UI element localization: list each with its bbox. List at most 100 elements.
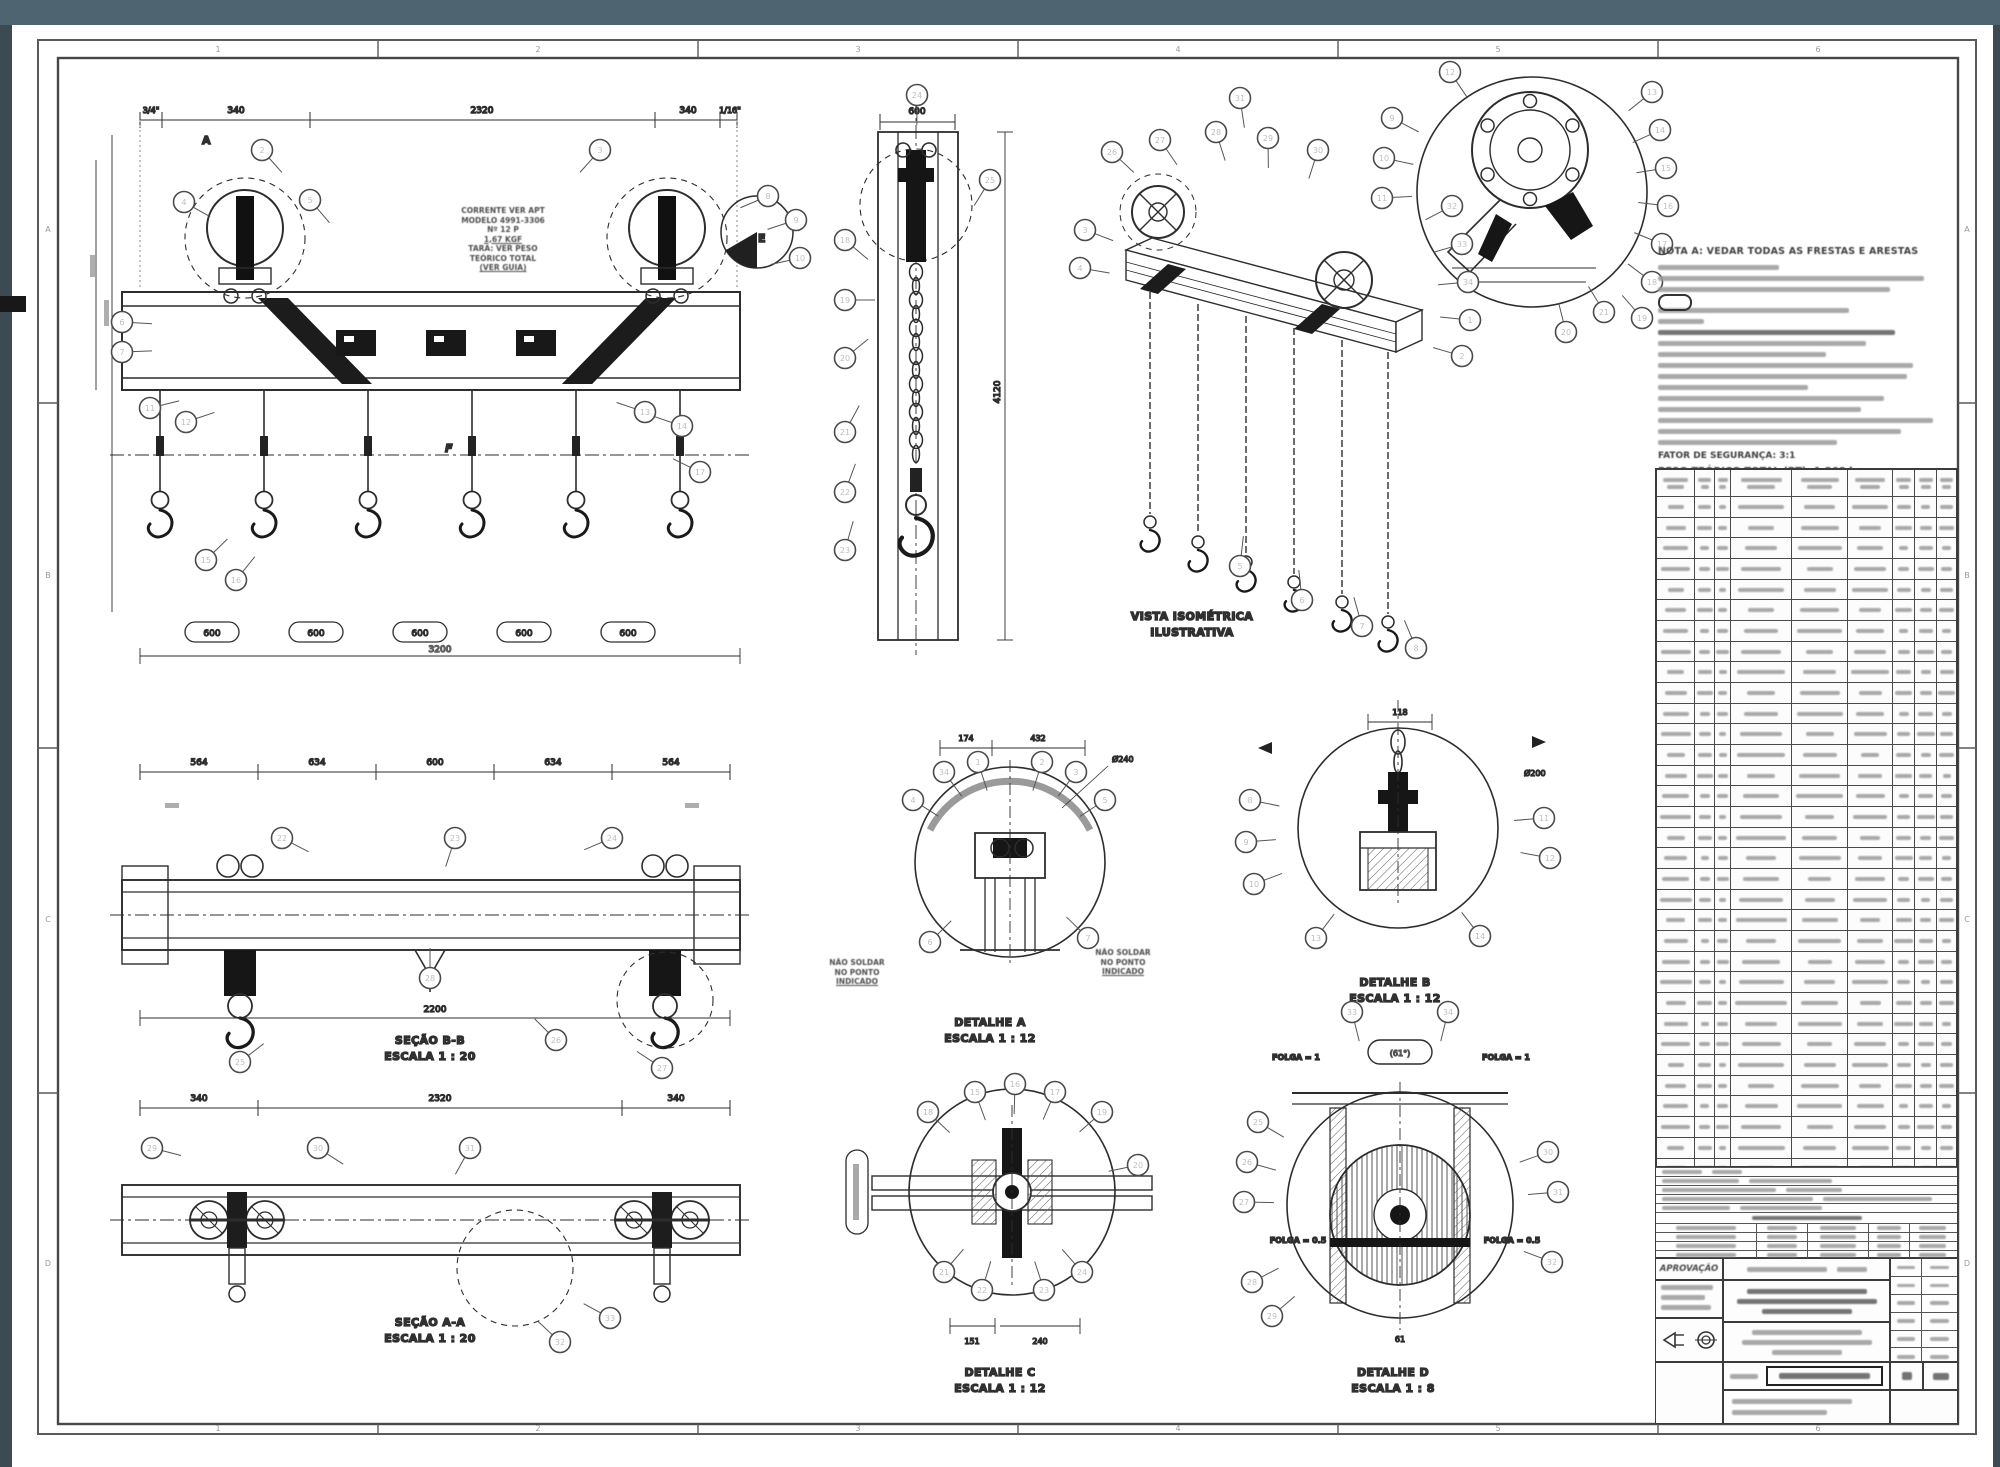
table-cell bbox=[1847, 765, 1891, 786]
balloon-number: 4 bbox=[1077, 264, 1082, 273]
scale-table-cell bbox=[1891, 1259, 1922, 1276]
front-view: 3/4" 340 2320 340 1/16" bbox=[90, 105, 794, 664]
table-cell bbox=[1847, 1117, 1891, 1137]
table-row bbox=[1657, 516, 1956, 538]
table-cell bbox=[1891, 1117, 1915, 1137]
zone-col-label: 4 bbox=[1175, 1424, 1180, 1433]
balloon-number: 22 bbox=[840, 488, 850, 497]
table-row bbox=[1657, 992, 1956, 1013]
balloon-callout: 30 bbox=[306, 1136, 344, 1165]
balloon-callout: 4 bbox=[1068, 256, 1110, 280]
table-cell bbox=[1847, 951, 1891, 972]
table-cell bbox=[1914, 972, 1936, 993]
balloon-callout: 8 bbox=[1403, 620, 1428, 660]
balloon-number: 29 bbox=[1267, 1312, 1277, 1321]
table-cell bbox=[1847, 1137, 1891, 1158]
table-cell bbox=[1891, 579, 1915, 600]
chain-note: CORRENTE VER APT MODELO 4991-3306 Nº 12 … bbox=[438, 206, 568, 273]
table-cell bbox=[1714, 889, 1730, 910]
revision-cell bbox=[1756, 1233, 1807, 1241]
table-cell bbox=[1914, 538, 1936, 559]
table-row bbox=[1657, 806, 1956, 827]
table-cell bbox=[1891, 827, 1915, 848]
balloon-number: 8 bbox=[1247, 796, 1252, 805]
dim-front-4: 340 bbox=[679, 106, 696, 116]
chain-note-line: MODELO 4991-3306 bbox=[461, 215, 545, 225]
misc-box bbox=[1890, 1390, 1958, 1424]
balloon-number: 7 bbox=[119, 348, 124, 357]
table-cell bbox=[1694, 869, 1714, 889]
balloon-callout: 11 bbox=[1370, 186, 1412, 210]
scale-table-cell bbox=[1922, 1277, 1957, 1294]
table-row bbox=[1657, 537, 1956, 559]
table-row bbox=[1657, 496, 1956, 517]
notes-line bbox=[1658, 418, 1933, 423]
balloon-callout: 30 bbox=[1519, 1140, 1560, 1164]
table-cell bbox=[1891, 993, 1915, 1013]
notes-line bbox=[1658, 407, 1861, 412]
balloon-callout: 7 bbox=[1350, 596, 1374, 638]
table-row bbox=[1657, 744, 1956, 765]
secao-bb-scale: ESCALA 1 : 20 bbox=[384, 1050, 476, 1063]
detail-d-caption: DETALHE D bbox=[1357, 1366, 1429, 1379]
table-cell bbox=[1657, 1055, 1694, 1075]
table-cell bbox=[1936, 786, 1956, 807]
table-cell bbox=[1694, 931, 1714, 951]
table-cell bbox=[1914, 1013, 1936, 1034]
balloon-callout: 14 bbox=[653, 414, 694, 438]
balloon-number: 15 bbox=[1661, 164, 1671, 173]
balloon-callout: 24 bbox=[1061, 1249, 1094, 1284]
revision-header bbox=[1656, 1212, 1957, 1223]
table-cell bbox=[1847, 745, 1891, 765]
revision-row bbox=[1656, 1185, 1957, 1194]
table-cell bbox=[1714, 579, 1730, 600]
marker-a: A bbox=[202, 134, 211, 147]
balloon-number: 1 bbox=[975, 758, 980, 767]
balloon-callout: 27 bbox=[1148, 128, 1178, 166]
balloon-number: 15 bbox=[970, 1088, 980, 1097]
table-cell bbox=[1714, 1034, 1730, 1055]
company-strip bbox=[1723, 1258, 1890, 1280]
balloon-number: 33 bbox=[1457, 240, 1467, 249]
table-cell bbox=[1714, 724, 1730, 745]
revision-row bbox=[1656, 1241, 1957, 1250]
table-cell bbox=[1847, 1034, 1891, 1055]
balloon-number: 6 bbox=[927, 938, 932, 947]
scale-table-row bbox=[1891, 1259, 1957, 1276]
iso-chain-hook bbox=[1283, 328, 1305, 613]
scale-table-row bbox=[1891, 1275, 1957, 1294]
table-cell bbox=[1714, 993, 1730, 1013]
balloon-number: 2 bbox=[259, 146, 264, 155]
balloon-number: 24 bbox=[912, 91, 922, 100]
aa-wheel-assembly bbox=[614, 1192, 710, 1303]
table-cell bbox=[1694, 910, 1714, 931]
table-cell bbox=[1936, 889, 1956, 910]
table-cell bbox=[1891, 910, 1915, 931]
table-cell bbox=[1730, 1075, 1791, 1096]
table-cell bbox=[1730, 1117, 1791, 1137]
table-cell bbox=[1936, 600, 1956, 621]
dim-dc-2: 240 bbox=[1032, 1337, 1047, 1346]
table-cell bbox=[1847, 869, 1891, 889]
table-row bbox=[1657, 702, 1956, 724]
table-cell bbox=[1936, 621, 1956, 641]
table-cell bbox=[1791, 579, 1847, 600]
table-row bbox=[1657, 1054, 1956, 1075]
table-cell bbox=[1730, 559, 1791, 579]
table-cell bbox=[1657, 704, 1694, 724]
table-cell bbox=[1891, 1034, 1915, 1055]
balloon-number: 12 bbox=[1545, 854, 1555, 863]
balloon-number: 33 bbox=[1347, 1008, 1357, 1017]
table-cell bbox=[1714, 765, 1730, 786]
balloon-callout: 28 bbox=[1240, 1267, 1279, 1294]
table-cell bbox=[1936, 683, 1956, 703]
balloon-callout: 11 bbox=[138, 396, 180, 420]
iso-caption-line2: ILUSTRATIVA bbox=[1150, 626, 1234, 639]
table-cell bbox=[1847, 621, 1891, 641]
balloon-number: 13 bbox=[1311, 934, 1321, 943]
table-cell bbox=[1791, 1075, 1847, 1096]
table-cell bbox=[1936, 1075, 1956, 1096]
notes-line bbox=[1658, 440, 1837, 445]
balloon-callout: 19 bbox=[1621, 295, 1654, 330]
table-cell bbox=[1936, 765, 1956, 786]
